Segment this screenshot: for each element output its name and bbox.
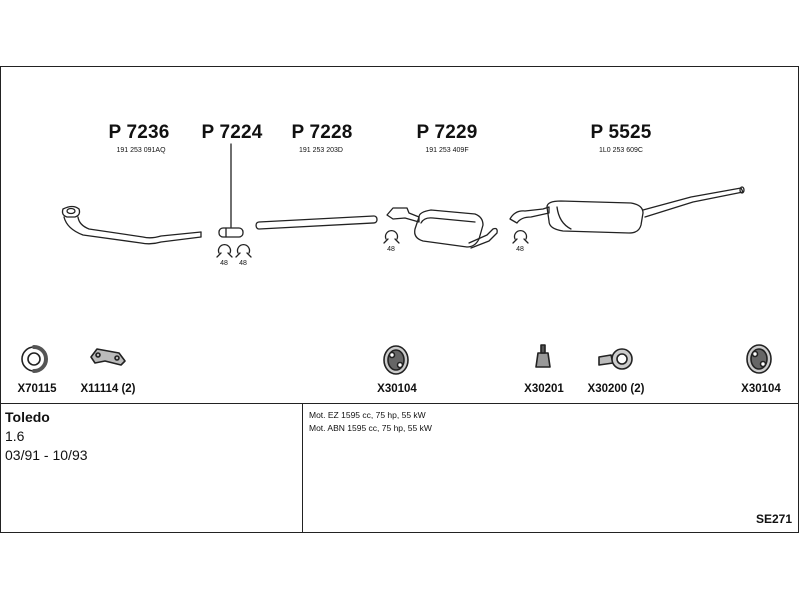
rubber-hanger-icon — [746, 344, 772, 374]
table-divider — [1, 403, 798, 404]
rubber-hanger-icon — [383, 345, 409, 375]
ring-gasket-icon — [21, 345, 48, 373]
accessory-code: X70115 — [17, 383, 57, 395]
clamp-size-label: 48 — [516, 246, 524, 253]
clamp-size-label: 48 — [239, 260, 247, 267]
part-number: P 5525 — [590, 122, 652, 143]
engine-list: Mot. EZ 1595 cc, 75 hp, 55 kW Mot. ABN 1… — [309, 409, 432, 435]
diagram-reference: SE271 — [755, 512, 792, 526]
rear-silencer-part — [509, 186, 745, 234]
exhaust-parts-drawing — [21, 143, 772, 375]
oe-number: 191 253 409F — [425, 147, 469, 154]
vehicle-info: Toledo 1.6 03/91 - 10/93 — [5, 408, 88, 465]
hanger-ring-icon — [598, 348, 633, 370]
clamp-size-label: 48 — [220, 260, 228, 267]
accessory-code: X30200 (2) — [587, 383, 645, 395]
vehicle-model: Toledo — [5, 409, 50, 425]
exhaust-diagram-sheet: P 7236 191 253 091AQ P 7224 P 7228 191 2… — [0, 66, 799, 533]
connector-pipe-part — [218, 143, 244, 238]
part-number: P 7228 — [291, 122, 353, 143]
part-number: P 7229 — [416, 122, 478, 143]
oe-number: 191 253 091AQ — [116, 147, 166, 154]
column-divider — [302, 403, 303, 532]
accessory-code: X30201 — [524, 383, 564, 395]
accessory-code: X30104 — [377, 383, 417, 395]
middle-silencer-part — [386, 207, 498, 249]
engine-line: Mot. EZ 1595 cc, 75 hp, 55 kW — [309, 410, 426, 420]
accessory-code: X30104 — [741, 383, 781, 395]
part-number: P 7224 — [201, 122, 263, 143]
oe-number: 1L0 253 609C — [599, 147, 643, 154]
front-pipe-part — [61, 205, 202, 245]
middle-pipe-part — [255, 215, 378, 230]
vehicle-years: 03/91 - 10/93 — [5, 447, 88, 463]
vehicle-engine: 1.6 — [5, 428, 25, 444]
oe-number: 191 253 203D — [299, 147, 343, 154]
accessory-code: X11114 (2) — [80, 383, 136, 395]
rubber-mount-icon — [535, 344, 551, 368]
clamp-icon — [216, 229, 529, 258]
bracket-icon — [90, 348, 126, 366]
clamp-size-label: 48 — [387, 246, 395, 253]
engine-line: Mot. ABN 1595 cc, 75 hp, 55 kW — [309, 423, 432, 433]
part-number: P 7236 — [108, 122, 170, 143]
